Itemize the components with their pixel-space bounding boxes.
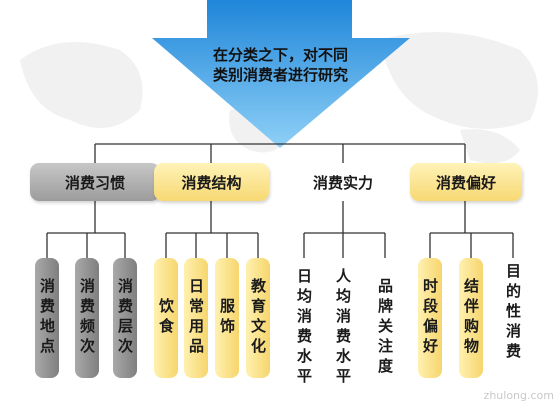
category-label: 消费结构 xyxy=(181,173,242,192)
sub-box-consumption-frequency: 消费频次 xyxy=(75,258,99,378)
arrow-caption-line-2: 类别消费者进行研究 xyxy=(213,66,349,84)
arrow-caption-line-1: 在分类之下，对不同 xyxy=(213,46,349,64)
sub-box-consumption-location: 消费地点 xyxy=(35,258,59,378)
sub-box-time-preference: 时段偏好 xyxy=(418,258,442,378)
category-consumption-preference: 消费偏好 xyxy=(410,163,522,201)
sub-box-daily-goods: 日常用品 xyxy=(184,258,208,378)
category-consumption-habits: 消费习惯 xyxy=(30,163,160,201)
watermark-text: zhulong.com xyxy=(483,389,554,402)
sub-box-purposeful-consumption: 目的性消费 xyxy=(504,263,522,363)
sub-box-clothing: 服饰 xyxy=(215,258,239,378)
sub-box-daily-avg-spending: 日均消费水平 xyxy=(295,268,313,388)
category-label: 消费实力 xyxy=(312,173,373,192)
category-consumption-power: 消费实力 xyxy=(288,163,398,201)
category-label: 消费偏好 xyxy=(435,173,496,192)
sub-box-group-shopping: 结伴购物 xyxy=(459,258,483,378)
sub-box-brand-attention: 品牌关注度 xyxy=(376,278,394,378)
arrow-caption: 在分类之下，对不同 类别消费者进行研究 xyxy=(213,45,373,85)
category-label: 消费习惯 xyxy=(64,173,125,192)
sub-box-food: 饮食 xyxy=(154,258,178,378)
down-arrow-banner xyxy=(152,0,410,148)
category-consumption-structure: 消费结构 xyxy=(154,163,269,201)
sub-box-per-capita-spending: 人均消费水平 xyxy=(334,268,352,388)
sub-box-consumption-level: 消费层次 xyxy=(113,258,137,378)
sub-box-education-culture: 教育文化 xyxy=(246,258,270,378)
